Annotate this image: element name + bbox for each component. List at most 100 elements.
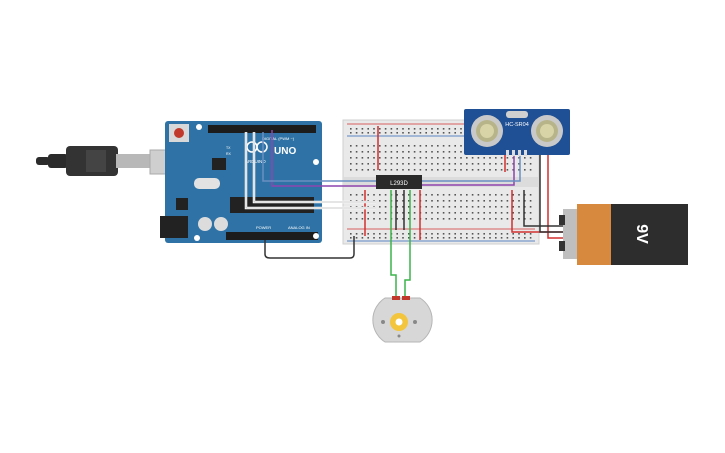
breadboard-hole [448,237,451,239]
breadboard-hole [367,128,369,130]
breadboard-hole [500,163,503,165]
breadboard-hole [512,194,514,196]
breadboard-hole [425,145,427,147]
breadboard-hole [384,163,387,165]
breadboard-hole [524,212,526,214]
breadboard-hole [477,157,480,159]
breadboard-hole [448,157,451,159]
breadboard-hole [402,212,404,214]
breadboard-hole [367,233,369,235]
breadboard-hole [483,200,485,202]
breadboard-hole [442,194,445,196]
breadboard-hole [442,212,445,214]
breadboard-hole [489,212,491,214]
breadboard-hole [384,145,387,147]
breadboard-hole [442,169,445,171]
breadboard-hole [379,151,381,153]
breadboard-hole [477,194,480,196]
breadboard-hole [529,157,532,159]
breadboard-hole [384,200,387,202]
breadboard-hole [506,200,509,202]
breadboard-hole [361,132,364,134]
breadboard-hole [437,194,439,196]
breadboard-hole [500,233,503,235]
breadboard-hole [367,212,369,214]
breadboard-hole [350,194,352,196]
breadboard-hole [495,200,497,202]
breadboard-hole [384,218,387,220]
breadboard-hole [384,157,387,159]
breadboard-hole [425,157,427,159]
breadboard-hole [437,132,439,134]
breadboard-hole [425,128,427,130]
breadboard-hole [419,169,422,171]
breadboard-hole [379,132,381,134]
breadboard-hole [384,237,387,239]
breadboard-hole [471,169,474,171]
breadboard-hole [442,128,445,130]
breadboard-hole [512,233,514,235]
breadboard-hole [448,200,451,202]
sensor-label: HC-SR04 [505,122,529,128]
breadboard-hole [442,237,445,239]
breadboard-hole [518,157,520,159]
arduino-model: UNO [274,146,296,157]
breadboard-hole [448,145,451,147]
reset-button[interactable] [174,128,184,138]
breadboard-hole [454,206,456,208]
breadboard-hole [361,151,364,153]
breadboard-hole [454,194,456,196]
breadboard-hole [413,128,416,130]
breadboard-hole [448,212,451,214]
breadboard-hole [477,237,480,239]
breadboard-hole [489,163,491,165]
breadboard-hole [419,163,422,165]
breadboard-hole [437,200,439,202]
breadboard-hole [460,128,462,130]
breadboard-hole [460,206,462,208]
breadboard-hole [518,194,520,196]
breadboard-hole [413,145,416,147]
breadboard-hole [495,212,497,214]
breadboard-hole [466,157,468,159]
breadboard-hole [396,132,398,134]
breadboard-hole [408,169,410,171]
breadboard-hole [506,233,509,235]
breadboard-hole [454,157,456,159]
breadboard-hole [454,145,456,147]
breadboard-hole [408,218,410,220]
breadboard-hole [396,233,398,235]
breadboard-hole [483,237,485,239]
breadboard-hole [402,157,404,159]
breadboard-hole [448,218,451,220]
breadboard-hole [442,206,445,208]
breadboard-hole [367,132,369,134]
breadboard-hole [518,212,520,214]
breadboard-hole [361,169,364,171]
breadboard-hole [524,206,526,208]
breadboard-hole [506,218,509,220]
breadboard-hole [350,237,352,239]
breadboard-hole [454,169,456,171]
breadboard-hole [355,157,358,159]
breadboard-hole [396,169,398,171]
breadboard-hole [500,194,503,196]
breadboard-hole [413,151,416,153]
breadboard-hole [431,128,433,130]
breadboard-hole [437,206,439,208]
breadboard-hole [413,212,416,214]
breadboard-hole [384,151,387,153]
breadboard-hole [355,128,358,130]
breadboard-hole [408,206,410,208]
breadboard-hole [529,194,532,196]
breadboard-hole [506,212,509,214]
breadboard-hole [518,169,520,171]
breadboard-hole [460,233,462,235]
breadboard-hole [379,169,381,171]
breadboard-hole [413,169,416,171]
breadboard-hole [529,200,532,202]
breadboard-hole [454,163,456,165]
breadboard-hole [466,237,468,239]
breadboard-hole [483,157,485,159]
breadboard-hole [425,194,427,196]
